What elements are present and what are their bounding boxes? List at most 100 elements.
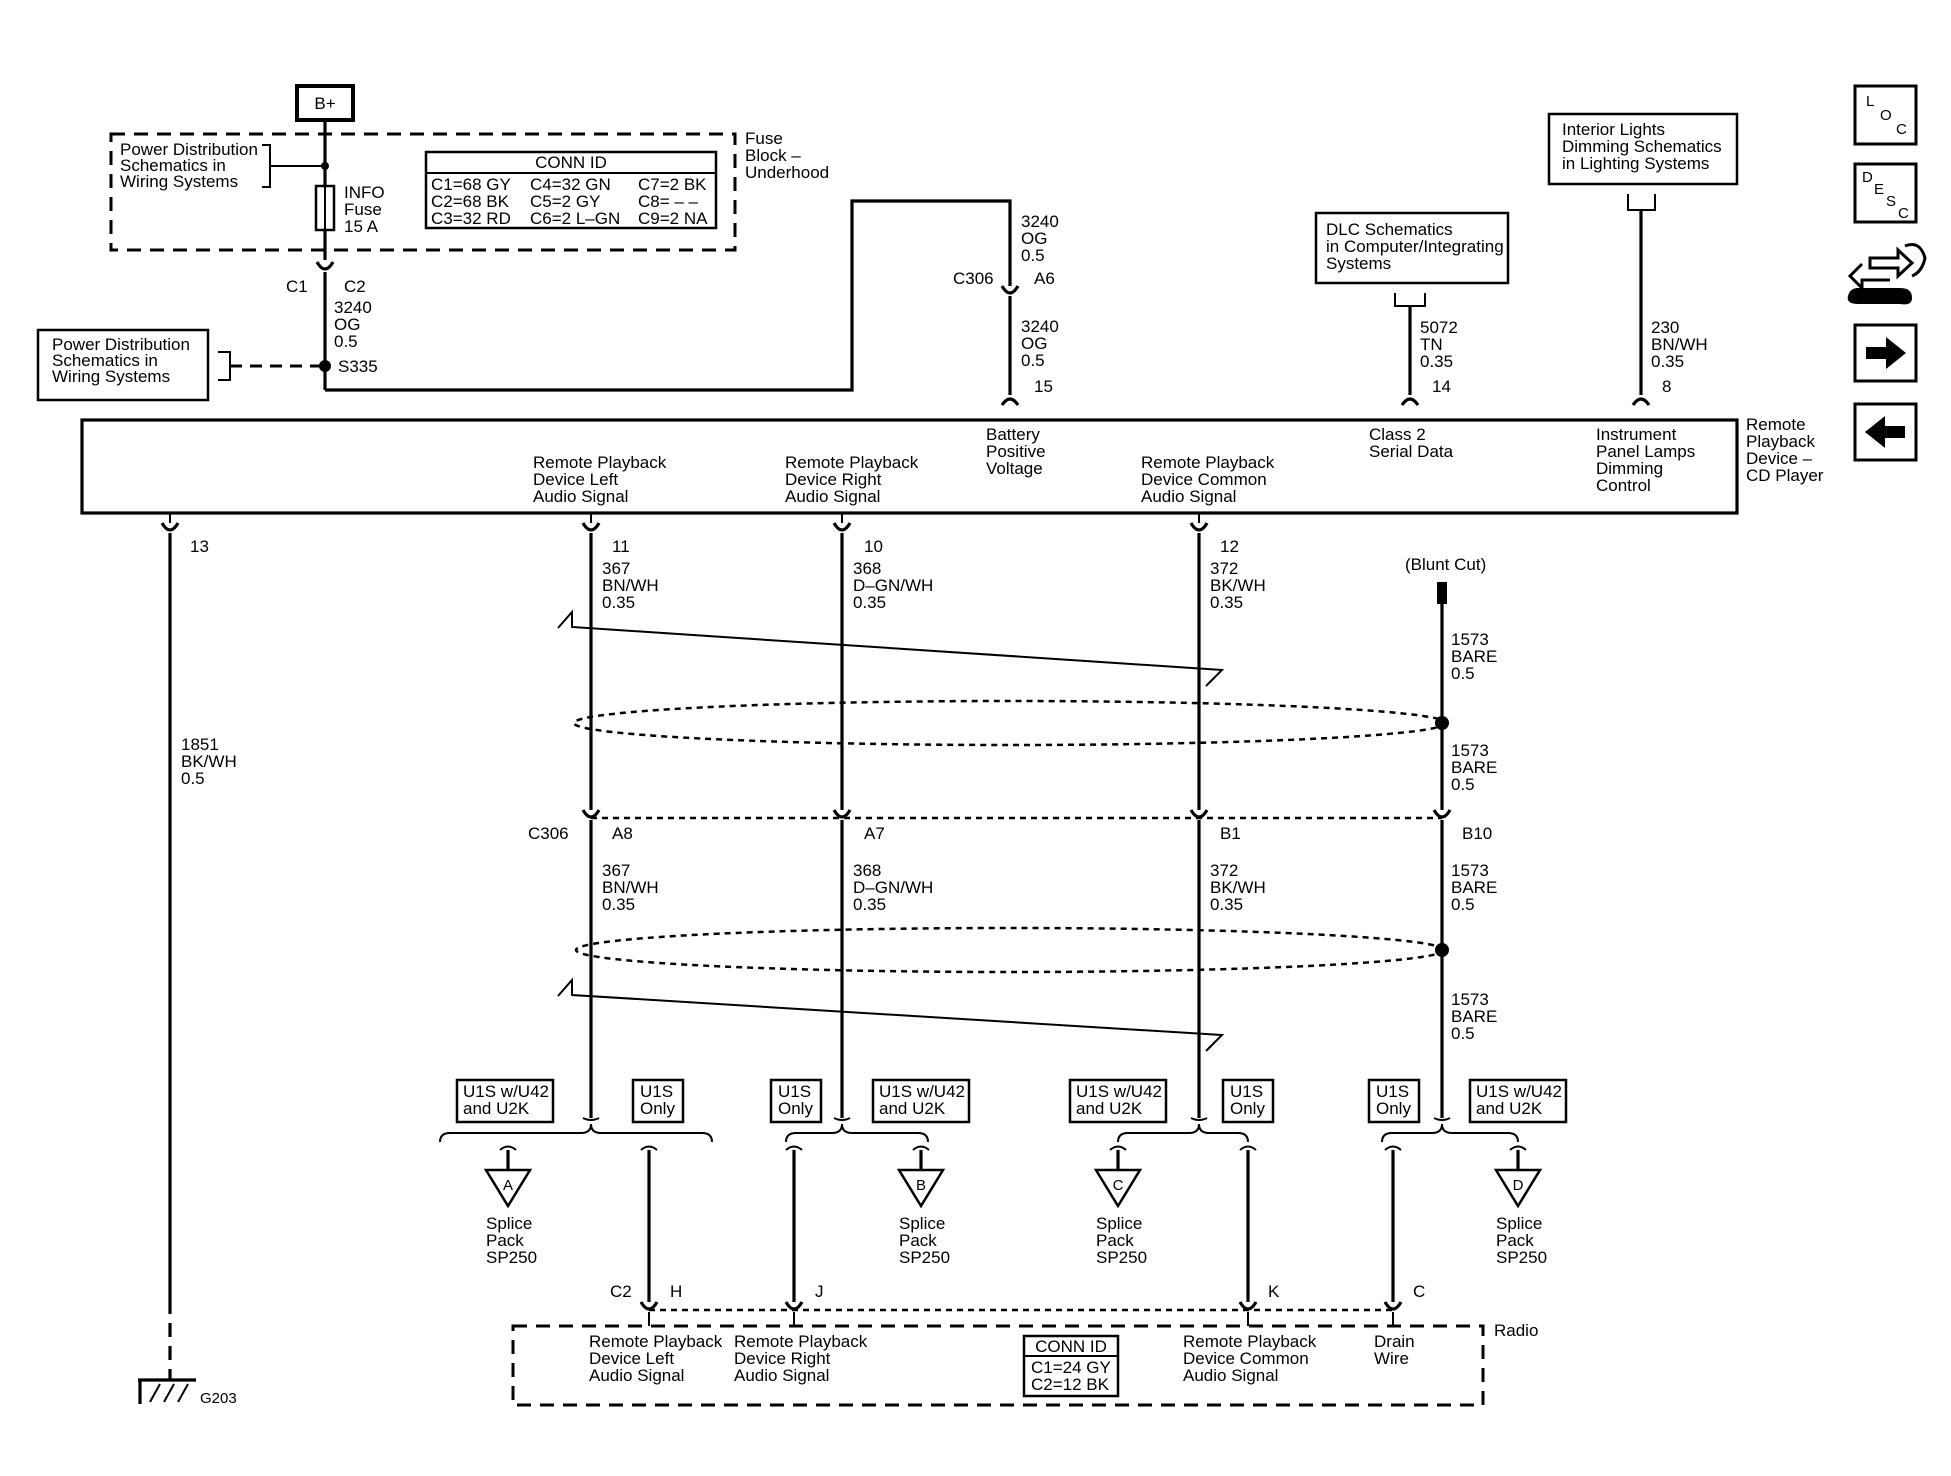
- blunt-cut-end: [1437, 582, 1447, 604]
- fuse-block-underhood: Power Distribution Schematics in Wiring …: [109, 129, 829, 252]
- wire-5072: 5072 TN 0.35: [1420, 318, 1463, 371]
- svg-text:Power Distribution Schem: Power Distribution Schematics in Wiring …: [52, 335, 195, 386]
- c306-pin-a7: A7: [864, 824, 885, 843]
- pin-15: 15: [1034, 377, 1053, 396]
- radio-pin-j: J: [815, 1282, 824, 1301]
- svg-text:CONN ID: CONN ID: [1035, 1337, 1107, 1356]
- splice-ref-box: Power Distribution Schematics in Wiring …: [36, 328, 210, 402]
- svg-text:S: S: [1886, 193, 1896, 210]
- svg-text:C: C: [1898, 205, 1909, 222]
- drain-splice-upper: [1435, 716, 1449, 730]
- dlc-ref-box: DLC Schematics in Computer/Integrating S…: [1314, 211, 1510, 285]
- svg-text:B: B: [916, 1177, 926, 1194]
- device-label-dimming: Instrument Panel Lamps Dimming Control: [1596, 425, 1700, 495]
- radio-pin-k: K: [1268, 1282, 1280, 1301]
- prev-button[interactable]: [1853, 402, 1918, 462]
- loc-button[interactable]: L O C: [1853, 84, 1918, 146]
- svg-text:C: C: [1113, 1177, 1124, 1194]
- wire-3240-top: 3240 OG 0.5: [1021, 212, 1064, 265]
- wire-372-b: 372 BK/WH 0.35: [1210, 861, 1270, 914]
- wire-3240-fuse: 3240 OG 0.5: [334, 298, 377, 351]
- device-label-battery: Battery Positive Voltage: [986, 425, 1050, 478]
- pin-13: 13: [190, 537, 209, 556]
- radio-label-right: Remote Playback Device Right Audio Signa…: [734, 1332, 872, 1385]
- wire-1573-4: 1573 BARE 0.5: [1451, 990, 1502, 1043]
- svg-text:E: E: [1874, 181, 1884, 198]
- wire-1573-1: 1573 BARE 0.5: [1451, 630, 1502, 683]
- wire-1851: 1851 BK/WH 0.5: [181, 735, 241, 788]
- fuse-block-name: Fuse Block – Underhood: [745, 129, 829, 182]
- svg-text:CONN ID: CONN ID: [535, 153, 607, 172]
- radio-device: Remote Playback Device Left Audio Signal…: [511, 1324, 1485, 1407]
- radio-name: Radio: [1494, 1321, 1538, 1340]
- connector-wrench-button[interactable]: [1847, 243, 1927, 305]
- wire-367-a: 367 BN/WH 0.35: [602, 559, 663, 612]
- next-button[interactable]: [1853, 323, 1918, 383]
- b-plus-terminal: B+: [295, 84, 355, 122]
- pin-14: 14: [1432, 377, 1451, 396]
- c306-pin-b10: B10: [1462, 824, 1492, 843]
- svg-text:C: C: [1896, 121, 1907, 138]
- svg-text:C1=68 GY C4=32 GN: C1=68 GY C4=32 GN C7=2 BK C2=68 BK C5=2 …: [431, 175, 711, 228]
- radio-connector-c2: C2: [610, 1282, 632, 1301]
- dimming-ref-box: Interior Lights Dimming Schematics in Li…: [1547, 112, 1739, 186]
- splice-s335-label: S335: [338, 357, 378, 376]
- device-name: Remote Playback Device – CD Player: [1746, 415, 1824, 485]
- wire-230: 230 BN/WH 0.35: [1651, 318, 1712, 371]
- svg-text:A: A: [503, 1177, 513, 1194]
- wire-3240-bottom: 3240 OG 0.5: [1021, 317, 1064, 370]
- drain-splice-lower: [1435, 943, 1449, 957]
- svg-text:DLC Schematics in Comput: DLC Schematics in Computer/Integrating S…: [1326, 220, 1508, 273]
- device-label-class2: Class 2 Serial Data: [1369, 425, 1454, 461]
- connector-c1: C1: [286, 277, 308, 296]
- ground-g203-label: G203: [200, 1390, 237, 1407]
- pin-8: 8: [1662, 377, 1671, 396]
- radio-pin-c: C: [1413, 1282, 1425, 1301]
- c306-upper-label: C306: [953, 269, 994, 288]
- wire-372-a: 372 BK/WH 0.35: [1210, 559, 1270, 612]
- svg-text:D: D: [1513, 1177, 1524, 1194]
- blunt-cut-label: (Blunt Cut): [1405, 555, 1486, 574]
- shield-upper: [572, 699, 1448, 747]
- radio-label-drain: Drain Wire: [1374, 1332, 1419, 1368]
- arrow-right-icon: [1866, 337, 1906, 369]
- c306-pin-a6: A6: [1034, 269, 1055, 288]
- desc-button[interactable]: D E S C: [1853, 162, 1918, 224]
- twisted-pair-lower: [557, 977, 1225, 1052]
- radio-label-common: Remote Playback Device Common Audio Sign…: [1183, 1332, 1321, 1385]
- shield-lower: [574, 926, 1446, 974]
- device-label-left: Remote Playback Device Left Audio Signal: [533, 453, 671, 506]
- pin-10: 10: [864, 537, 883, 556]
- ground-g203-icon: [138, 1378, 196, 1404]
- wire-367-b: 367 BN/WH 0.35: [602, 861, 663, 914]
- svg-text:O: O: [1880, 107, 1892, 124]
- pin-11: 11: [612, 537, 630, 556]
- twisted-pair-upper: [557, 609, 1225, 687]
- radio-pin-h: H: [670, 1282, 682, 1301]
- fuse-block-ref: Power Distribution Schematics in Wiring …: [120, 140, 263, 191]
- connector-c2: C2: [344, 277, 366, 296]
- svg-text:L: L: [1866, 93, 1874, 110]
- fuse-label: INFO Fuse 15 A: [344, 183, 389, 236]
- wire-368-a: 368 D–GN/WH 0.35: [853, 559, 938, 612]
- wire-1573-2: 1573 BARE 0.5: [1451, 741, 1502, 794]
- radio-label-left: Remote Playback Device Left Audio Signal: [589, 1332, 727, 1385]
